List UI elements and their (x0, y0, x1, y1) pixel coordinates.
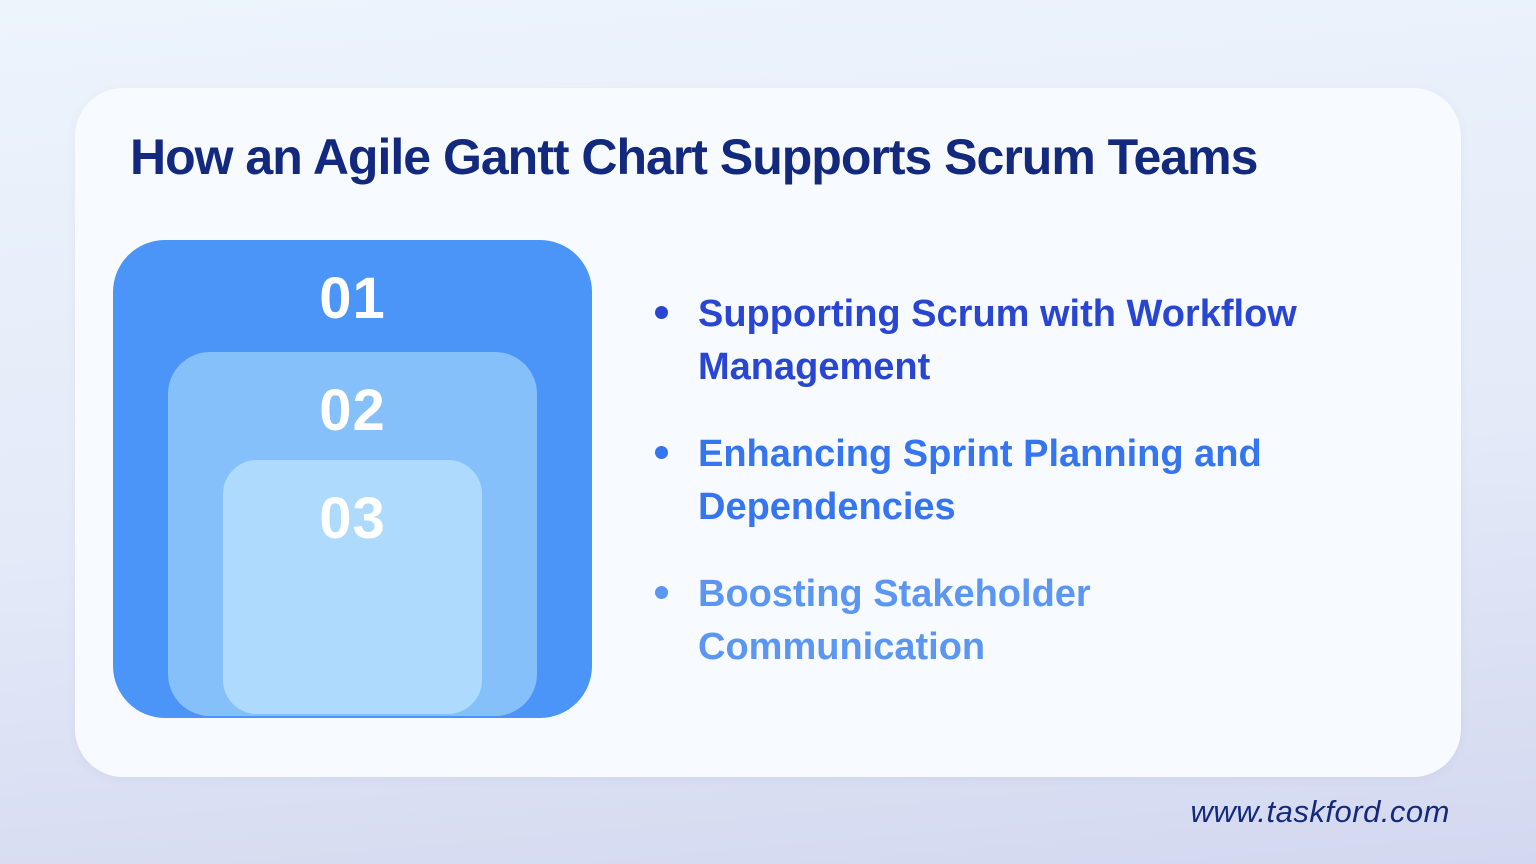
bullet-list: Supporting Scrum with Workflow Managemen… (655, 288, 1375, 674)
content-card: How an Agile Gantt Chart Supports Scrum … (75, 88, 1461, 777)
step-number-01: 01 (319, 266, 386, 331)
bullet-dot-icon (655, 446, 668, 459)
bullet-dot-icon (655, 586, 668, 599)
step-number-02: 02 (319, 378, 386, 443)
list-item: Boosting Stakeholder Communication (655, 568, 1375, 674)
page-title: How an Agile Gantt Chart Supports Scrum … (130, 129, 1258, 185)
step-square-03: 03 (223, 460, 482, 714)
nested-steps-diagram: 01 02 03 (113, 240, 592, 718)
bullet-dot-icon (655, 306, 668, 319)
list-item: Supporting Scrum with Workflow Managemen… (655, 288, 1375, 394)
bullet-text-workflow-management: Supporting Scrum with Workflow Managemen… (698, 293, 1297, 388)
step-number-03: 03 (319, 486, 386, 551)
bullet-text-stakeholder-communication: Boosting Stakeholder Communication (698, 573, 1091, 668)
list-item: Enhancing Sprint Planning and Dependenci… (655, 428, 1375, 534)
bullet-text-sprint-planning: Enhancing Sprint Planning and Dependenci… (698, 433, 1262, 528)
website-url: www.taskford.com (1190, 794, 1450, 829)
